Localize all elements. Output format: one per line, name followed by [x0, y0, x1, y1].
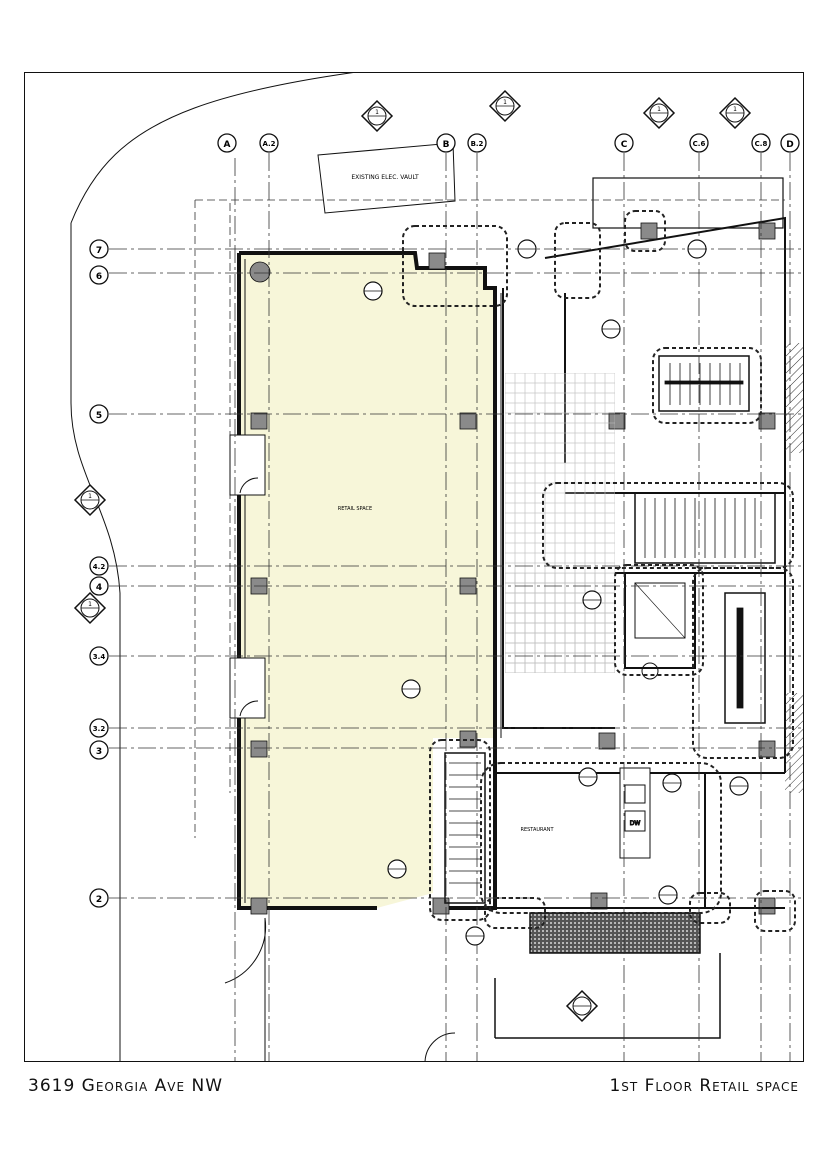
- adjacent-wall-hatch-1: [785, 343, 803, 453]
- footer-address: 3619 Georgia Ave NW: [28, 1076, 224, 1096]
- svg-text:1: 1: [733, 106, 737, 113]
- section-marker-left-1: 1: [73, 483, 107, 517]
- svg-text:3: 3: [96, 747, 102, 757]
- entry-door-swing: [224, 917, 267, 1061]
- grid-bubble-3-4: 3.4: [89, 646, 109, 666]
- grid-bubble-D: D: [780, 133, 800, 153]
- svg-text:1: 1: [375, 109, 379, 116]
- grid-bubble-C: C: [614, 133, 634, 153]
- entry-canopy: [529, 912, 701, 954]
- kitchen-island: DW: [619, 767, 651, 859]
- tile-floor-2: [505, 573, 615, 673]
- svg-text:4: 4: [96, 583, 102, 593]
- grid-bubble-A: A: [217, 133, 237, 153]
- section-markers: 1 1 1 1 1 1: [73, 89, 752, 1023]
- svg-text:1: 1: [503, 99, 507, 106]
- svg-text:D: D: [786, 140, 793, 150]
- restaurant-label: RESTAURANT: [520, 827, 554, 833]
- svg-text:B: B: [443, 140, 450, 150]
- section-marker-left-2: 1: [73, 591, 107, 625]
- grid-bubble-C6: C.6: [689, 133, 709, 153]
- vault-label: EXISTING ELEC. VAULT: [351, 174, 419, 181]
- retail-space-area: [239, 253, 495, 908]
- svg-text:3.2: 3.2: [93, 725, 106, 733]
- retail-label: RETAIL SPACE: [338, 506, 372, 512]
- section-marker-top-4: 1: [718, 96, 752, 130]
- grid-bubble-3: 3: [89, 740, 109, 760]
- grid-bubble-B: B: [436, 133, 456, 153]
- floor-plan: EXISTING ELEC. VAULT: [70, 73, 803, 1061]
- svg-text:1: 1: [88, 493, 92, 500]
- footer-sheet-title: 1st Floor Retail space: [609, 1076, 799, 1096]
- drawing-frame: EXISTING ELEC. VAULT: [24, 72, 804, 1062]
- svg-text:C: C: [621, 140, 628, 150]
- grid-bubble-5: 5: [89, 404, 109, 424]
- grid-column-bubbles: A A.2 B B.2 C C.6 C.8 D: [217, 133, 800, 153]
- svg-text:B.2: B.2: [471, 140, 484, 148]
- svg-text:5: 5: [96, 411, 102, 421]
- property-line: [194, 199, 785, 838]
- revision-clouds: [402, 210, 796, 932]
- structural-columns: [249, 222, 776, 915]
- svg-text:7: 7: [96, 246, 102, 256]
- grid-bubble-C8: C.8: [751, 133, 771, 153]
- stair-right: [724, 592, 766, 724]
- grid-bubble-7: 7: [89, 239, 109, 259]
- svg-text:2: 2: [96, 895, 102, 905]
- grid-bubble-6: 6: [89, 265, 109, 285]
- svg-text:1: 1: [657, 106, 661, 113]
- grid-bubble-4: 4: [89, 576, 109, 596]
- svg-text:1: 1: [88, 601, 92, 608]
- grid-row-bubbles: 7 6 5 4.2 4 3.4 3.2 3 2: [89, 239, 109, 908]
- dw-label: DW: [630, 820, 641, 827]
- section-marker-top-2: 1: [488, 89, 522, 123]
- svg-text:C.8: C.8: [755, 140, 768, 148]
- adjacent-wall-hatch-2: [785, 693, 803, 793]
- grid-bubble-A2: A.2: [259, 133, 279, 153]
- grid-bubble-2: 2: [89, 888, 109, 908]
- section-marker-bottom: [565, 989, 599, 1023]
- existing-elec-vault: EXISTING ELEC. VAULT: [317, 142, 456, 214]
- svg-text:4.2: 4.2: [93, 563, 106, 571]
- detail-callouts: [363, 239, 749, 946]
- stair-lower: [444, 752, 486, 904]
- inner-wall: [244, 259, 502, 903]
- section-marker-top-3: 1: [642, 96, 676, 130]
- stair-middle: [634, 492, 776, 564]
- svg-text:A: A: [224, 140, 231, 150]
- sidewalk-curve: [70, 73, 354, 224]
- section-marker-top-1: 1: [360, 99, 394, 133]
- sidewalk-curve-left: [70, 223, 121, 1061]
- bottom-door: [424, 1032, 456, 1061]
- stair-upper: [658, 355, 750, 412]
- patio-outline: [494, 953, 721, 1039]
- grid-bubble-B2: B.2: [467, 133, 487, 153]
- planter-box: [592, 177, 784, 229]
- svg-text:A.2: A.2: [262, 140, 275, 148]
- grid-bubble-3-2: 3.2: [89, 718, 109, 738]
- grid-lines: [109, 153, 803, 1061]
- svg-text:C.6: C.6: [693, 140, 706, 148]
- svg-text:6: 6: [96, 272, 102, 282]
- grid-bubble-4-2: 4.2: [89, 556, 109, 576]
- svg-text:3.4: 3.4: [93, 653, 106, 661]
- storefront-bays: [229, 434, 266, 719]
- elevator: [624, 572, 696, 680]
